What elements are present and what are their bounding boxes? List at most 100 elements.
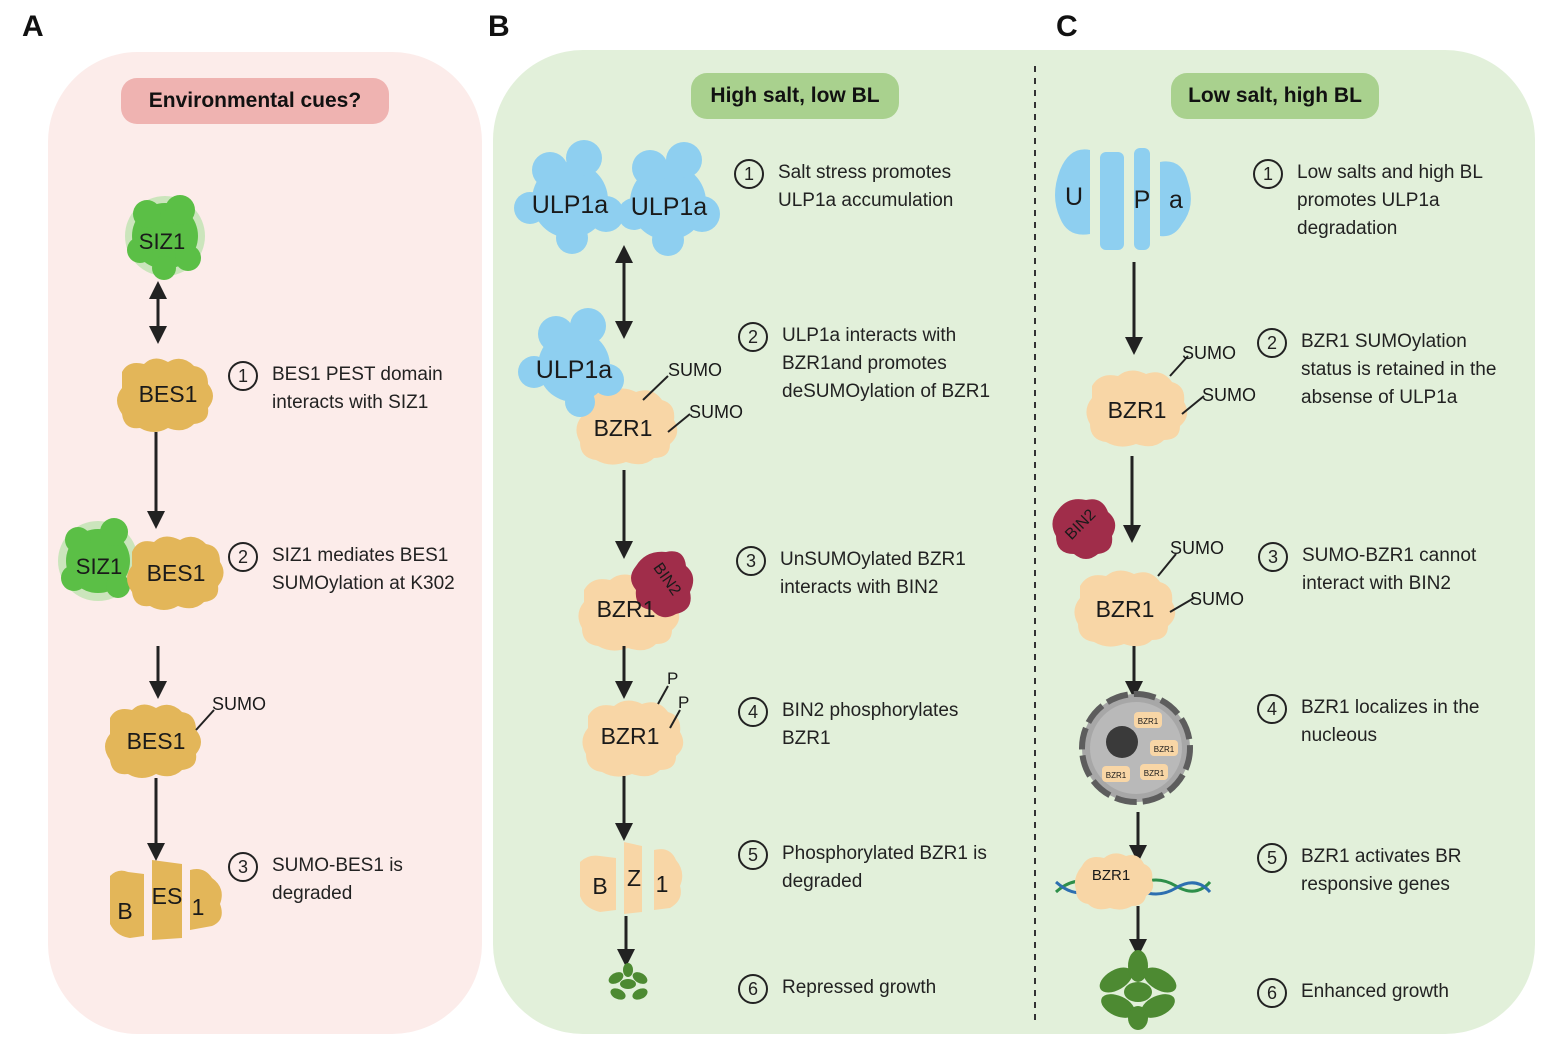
degraded-bes1: B ES 1 — [110, 860, 222, 940]
ulp1a-pair: ULP1a ULP1a — [514, 140, 720, 256]
panel-b-step-1: 1 Salt stress promotes ULP1a accumulatio… — [734, 159, 953, 215]
ulp1a-label-1: ULP1a — [532, 191, 609, 219]
nuclear-bzr1-2: BZR1 — [1154, 745, 1175, 754]
panel-c-header: Low salt, high BL — [1171, 73, 1379, 119]
sumo-bzr1-protein-c2: BZR1 SUMO SUMO — [1074, 538, 1244, 647]
step-number: 5 — [738, 840, 768, 870]
step-number: 6 — [1257, 978, 1287, 1008]
panel-a-step-2: 2 SIZ1 mediates BES1 SUMOylation at K302 — [228, 542, 455, 598]
siz1-bes1-complex: SIZ1 BES1 — [58, 518, 224, 610]
step-number: 6 — [738, 974, 768, 1004]
bin2-protein-c: BIN2 — [1052, 499, 1116, 559]
nuclear-bzr1-3: BZR1 — [1106, 771, 1127, 780]
bzr1-bin2-complex: BIN2 BZR1 — [578, 551, 694, 651]
panel-b-step-6: 6 Repressed growth — [738, 974, 936, 1004]
ulp1a-label-3: ULP1a — [536, 356, 613, 384]
bes1-fragment-left: B — [117, 898, 132, 924]
step-text: SIZ1 mediates BES1 SUMOylation at K302 — [272, 545, 455, 594]
ulp1a-fragment-mid: P — [1134, 186, 1151, 214]
ulp1a-bzr1-complex: ULP1a BZR1 SUMO SUMO — [518, 308, 743, 465]
step-number: 3 — [228, 852, 258, 882]
step-text: Phosphorylated BZR1 is degraded — [782, 843, 987, 892]
step-number: 2 — [228, 542, 258, 572]
bzr1-label-b3: BZR1 — [601, 723, 660, 749]
ulp1a-fragment-right: a — [1169, 186, 1183, 214]
step-number: 5 — [1257, 843, 1287, 873]
nuclear-bzr1-1: BZR1 — [1138, 717, 1159, 726]
bzr1-label-c1: BZR1 — [1108, 397, 1167, 423]
sumo-bes1-protein: BES1 SUMO — [105, 694, 266, 778]
bzr1-label-c2: BZR1 — [1096, 596, 1155, 622]
sumo-tag-c3: SUMO — [1170, 538, 1224, 558]
bzr1-label-b1: BZR1 — [594, 415, 653, 441]
step-text: BZR1 activates BR responsive genes — [1301, 846, 1462, 895]
bzr1-fragment-left: B — [592, 873, 607, 899]
sumo-tag-c2: SUMO — [1202, 385, 1256, 405]
step-number: 3 — [736, 546, 766, 576]
panel-c-step-1: 1 Low salts and high BL promotes ULP1a d… — [1253, 159, 1483, 243]
step-text: BIN2 phosphorylates BZR1 — [782, 700, 959, 749]
sumo-tag-b2: SUMO — [689, 402, 743, 422]
bes1-label: BES1 — [139, 381, 198, 407]
bes1-complex-label: BES1 — [147, 560, 206, 586]
step-number: 1 — [734, 159, 764, 189]
ulp1a-fragment-left: U — [1065, 183, 1083, 211]
step-text: Salt stress promotes ULP1a accumulation — [778, 162, 954, 211]
degraded-bzr1: B Z 1 — [580, 842, 683, 914]
panel-c-step-4: 4 BZR1 localizes in the nucleous — [1257, 694, 1479, 750]
sumo-tag-c1: SUMO — [1182, 343, 1236, 363]
panel-b-step-4: 4 BIN2 phosphorylates BZR1 — [738, 697, 958, 753]
step-text: SUMO-BZR1 cannot interact with BIN2 — [1302, 545, 1477, 594]
phospho-tag-2: P — [678, 693, 689, 712]
step-number: 2 — [1257, 328, 1287, 358]
step-number: 3 — [1258, 542, 1288, 572]
small-plant-icon — [608, 963, 648, 1000]
step-text: BZR1 localizes in the nucleous — [1301, 697, 1480, 746]
step-number: 1 — [228, 361, 258, 391]
phospho-tag-1: P — [667, 669, 678, 688]
panel-b-step-5: 5 Phosphorylated BZR1 is degraded — [738, 840, 987, 896]
bzr1-fragment-right: 1 — [656, 871, 669, 897]
panel-letter-b: B — [488, 10, 510, 43]
bzr1-label-b2: BZR1 — [597, 596, 656, 622]
nucleus-icon: BZR1 BZR1 BZR1 BZR1 — [1079, 691, 1193, 805]
bzr1-fragment-mid: Z — [627, 865, 641, 891]
panel-letter-c: C — [1056, 10, 1078, 43]
panel-b-step-2: 2 ULP1a interacts with BZR1and promotes … — [738, 322, 990, 406]
bes1-fragment-mid: ES — [152, 883, 183, 909]
nuclear-bzr1-4: BZR1 — [1144, 769, 1165, 778]
step-number: 4 — [738, 697, 768, 727]
sumo-bzr1-protein-c1: BZR1 SUMO SUMO — [1086, 343, 1256, 447]
step-number: 1 — [1253, 159, 1283, 189]
step-text: ULP1a interacts with BZR1and promotes de… — [782, 325, 991, 402]
step-text: Low salts and high BL promotes ULP1a deg… — [1297, 162, 1483, 239]
panel-a-step-3: 3 SUMO-BES1 is degraded — [228, 852, 403, 908]
bzr1-dna-binding: BZR1 — [1054, 853, 1212, 910]
bes1-fragment-right: 1 — [192, 894, 205, 920]
phospho-bzr1: BZR1 P P — [582, 669, 689, 777]
degraded-ulp1a: U P a — [1055, 148, 1191, 250]
panel-c-step-6: 6 Enhanced growth — [1257, 978, 1449, 1008]
sumo-tag-c4: SUMO — [1190, 589, 1244, 609]
panel-b-header: High salt, low BL — [691, 73, 899, 119]
panel-c-step-2: 2 BZR1 SUMOylation status is retained in… — [1257, 328, 1496, 412]
bzr1-label-c3: BZR1 — [1092, 867, 1130, 884]
sumo-tag-a: SUMO — [212, 694, 266, 714]
step-text: Repressed growth — [782, 977, 937, 998]
large-plant-icon — [1099, 950, 1177, 1030]
panel-letter-a: A — [22, 10, 44, 43]
ulp1a-label-2: ULP1a — [631, 193, 708, 221]
sumo-tag-b1: SUMO — [668, 360, 722, 380]
step-text: BZR1 SUMOylation status is retained in t… — [1301, 331, 1497, 408]
panel-c-step-5: 5 BZR1 activates BR responsive genes — [1257, 843, 1462, 899]
step-text: UnSUMOylated BZR1 interacts with BIN2 — [780, 549, 966, 598]
step-text: Enhanced growth — [1301, 981, 1449, 1002]
panel-a-header: Environmental cues? — [121, 78, 389, 124]
siz1-label: SIZ1 — [139, 229, 185, 254]
step-text: BES1 PEST domain interacts with SIZ1 — [272, 364, 443, 413]
panel-b-step-3: 3 UnSUMOylated BZR1 interacts with BIN2 — [736, 546, 966, 602]
panel-a-step-1: 1 BES1 PEST domain interacts with SIZ1 — [228, 361, 443, 417]
step-text: SUMO-BES1 is degraded — [272, 855, 403, 904]
bes1-protein: BES1 — [117, 358, 213, 432]
